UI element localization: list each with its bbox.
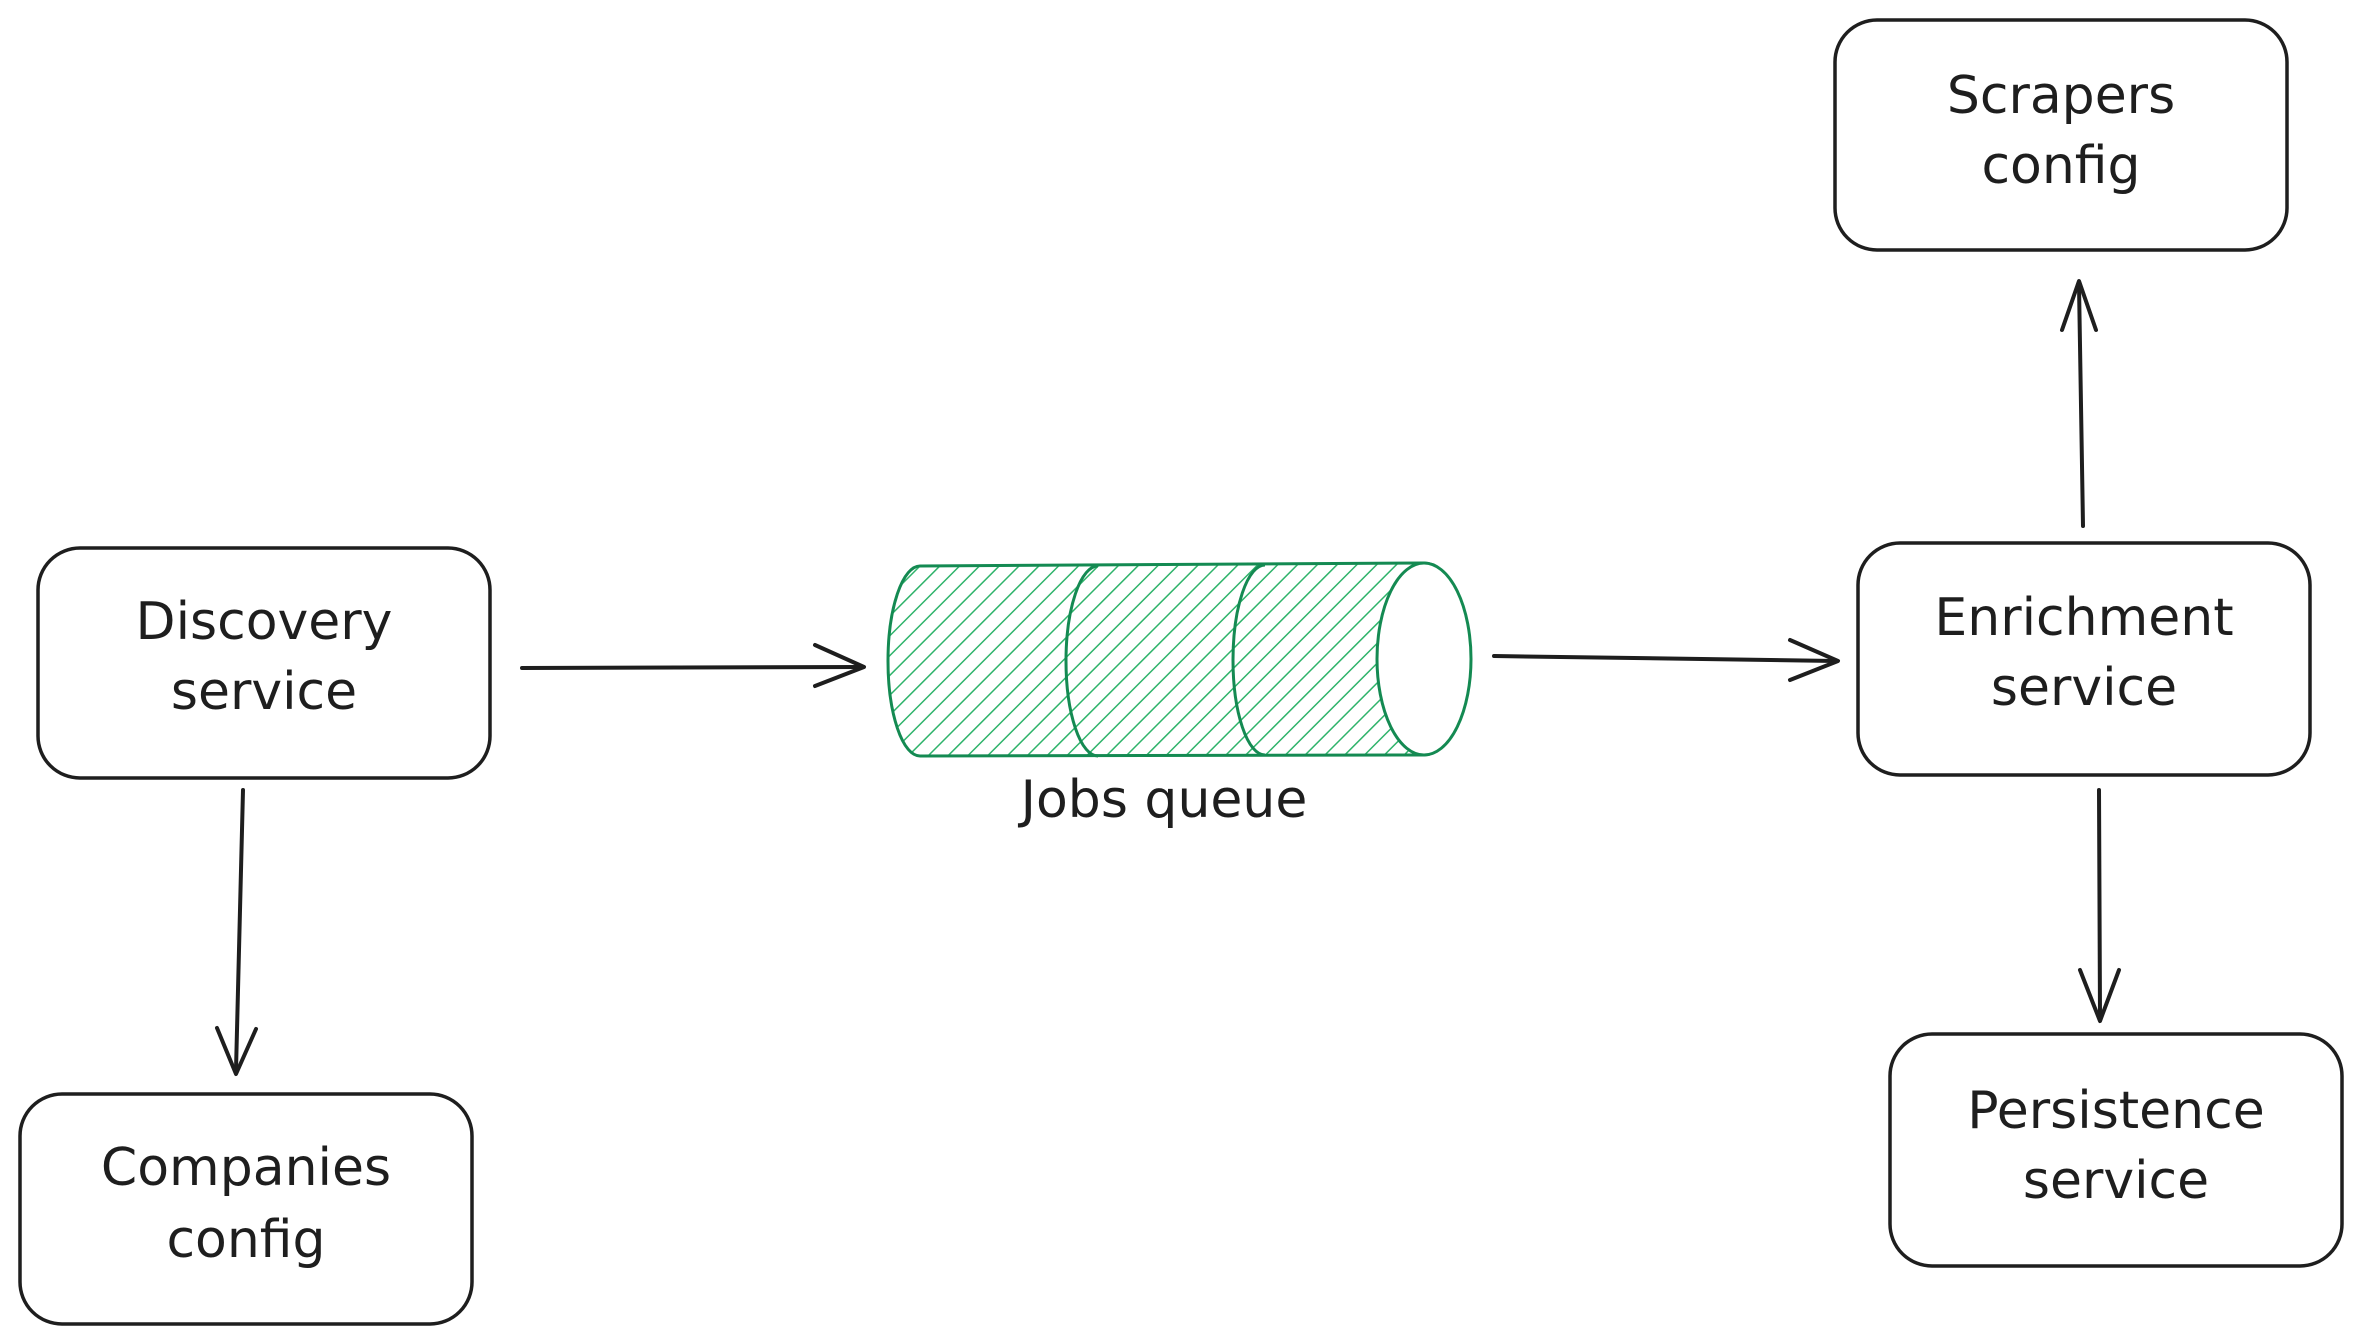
edge-queue-to-enrichment bbox=[1492, 638, 1840, 682]
scrapers-config-label-line2: config bbox=[1981, 136, 2140, 196]
persistence-service-node: Persistence service bbox=[1888, 1032, 2344, 1268]
persistence-service-label-line2: service bbox=[2023, 1151, 2209, 1211]
jobs-queue: Jobs queue bbox=[886, 561, 1473, 830]
companies-config-node: Companies config bbox=[18, 1092, 474, 1326]
edge-enrichment-to-scrapers bbox=[2060, 279, 2098, 528]
companies-config-label-line1: Companies bbox=[101, 1138, 391, 1198]
discovery-service-label-line1: Discovery bbox=[136, 592, 393, 652]
persistence-service-label-line1: Persistence bbox=[1967, 1081, 2264, 1141]
enrichment-service-label-line2: service bbox=[1991, 658, 2177, 718]
edge-discovery-to-queue bbox=[520, 643, 866, 688]
discovery-service-node: Discovery service bbox=[36, 546, 492, 780]
queue-label: Jobs queue bbox=[1018, 770, 1308, 830]
enrichment-service-label-line1: Enrichment bbox=[1934, 588, 2233, 648]
scrapers-config-label-line1: Scrapers bbox=[1947, 66, 2175, 126]
companies-config-label-line2: config bbox=[166, 1210, 325, 1270]
enrichment-service-node: Enrichment service bbox=[1856, 541, 2312, 777]
discovery-service-label-line2: service bbox=[171, 662, 357, 722]
edge-discovery-to-companies bbox=[215, 788, 258, 1076]
scrapers-config-node: Scrapers config bbox=[1833, 18, 2289, 252]
edge-enrichment-to-persistence bbox=[2078, 788, 2121, 1023]
